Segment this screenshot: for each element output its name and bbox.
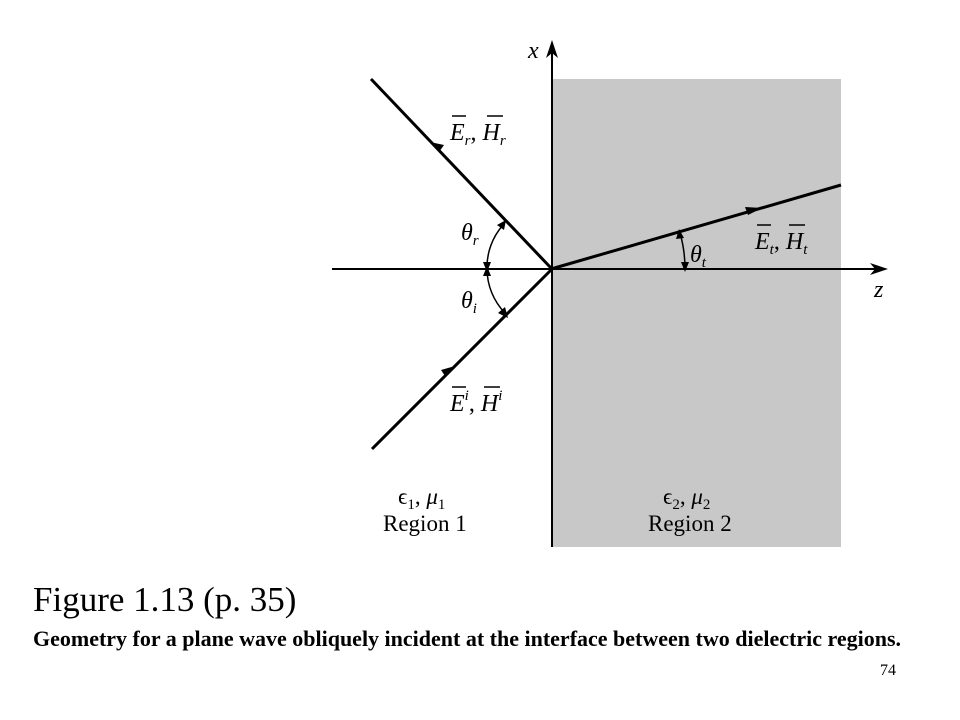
incident-field-label: Ei, Hi [449,386,502,417]
theta-t-sub: t [702,255,707,271]
region-1-name: Region 1 [383,511,467,536]
page-number: 74 [880,662,896,679]
reflected-ray [369,77,553,270]
region-2-eps: ϵ [663,484,672,509]
z-axis-label: z [873,277,884,303]
transmitted-h-sub: t [803,242,808,258]
reflected-sep: , [471,120,483,146]
reflected-e-symbol: E [449,120,465,146]
incident-ray-arrowhead [441,366,455,376]
region-2-eps-sub: 2 [672,497,680,513]
svg-text:Et, Ht: Et, Ht [754,229,808,258]
figure-caption-body: Geometry for a plane wave obliquely inci… [33,626,902,651]
reflected-h-symbol: H [482,120,502,146]
transmitted-ray-arrowhead [745,207,762,215]
theta-r-label: θr [461,220,479,249]
region-1-eps-sub: 1 [407,497,415,513]
region-2-mu-sub: 2 [703,497,711,513]
reflected-ray-arrowhead [430,142,444,152]
theta-i-sub: i [473,301,477,317]
theta-i-arc-arrow-bottom [498,307,508,318]
transmitted-sep: , [774,229,786,255]
theta-t-arc-arrow-top [676,229,684,239]
region-1-params: ϵ1, μ1 [398,484,445,513]
region-1-mu-sub: 1 [438,497,446,513]
z-axis-arrowhead [870,263,888,275]
incident-e-symbol: E [449,391,465,417]
svg-text:Ei, Hi: Ei, Hi [449,388,502,417]
region-2-background [553,79,841,547]
figure-caption-title: Figure 1.13 (p. 35) [33,580,297,619]
theta-r-arc-arrow-top [497,220,506,230]
reflected-e-sub: r [465,133,471,149]
incident-h-sup: i [498,388,502,404]
incident-h-symbol: H [480,391,500,417]
reflected-h-sub: r [500,133,506,149]
theta-t-label: θt [690,242,707,271]
region-1-sep: , [415,484,427,509]
region-1-eps: ϵ [398,484,407,509]
region-2-params: ϵ2, μ2 [663,484,710,513]
region-1-mu: μ [425,484,438,509]
transmitted-e-symbol: E [754,229,770,255]
region-2-name: Region 2 [648,511,732,536]
theta-i-symbol: θ [461,288,473,314]
reflected-field-label: Er, Hr [449,115,506,149]
incident-e-sup: i [465,388,469,404]
incident-sep: , [469,391,481,417]
transmitted-h-symbol: H [785,229,805,255]
theta-r-symbol: θ [461,220,473,246]
svg-text:Er, Hr: Er, Hr [449,120,506,149]
theta-i-label: θi [461,288,477,317]
theta-i-arc-arrow-top [483,266,491,276]
transmitted-ray [550,183,842,271]
region-2-sep: , [680,484,692,509]
transmitted-field-label: Et, Ht [754,224,808,258]
x-axis-arrowhead [546,40,558,58]
theta-r-sub: r [473,233,479,249]
theta-t-arc-arrow-bottom [681,262,689,272]
incident-ray [370,268,553,451]
transmitted-e-sub: t [770,242,775,258]
region-2-mu: μ [690,484,703,509]
x-axis-label: x [527,38,539,64]
theta-t-symbol: θ [690,242,702,268]
